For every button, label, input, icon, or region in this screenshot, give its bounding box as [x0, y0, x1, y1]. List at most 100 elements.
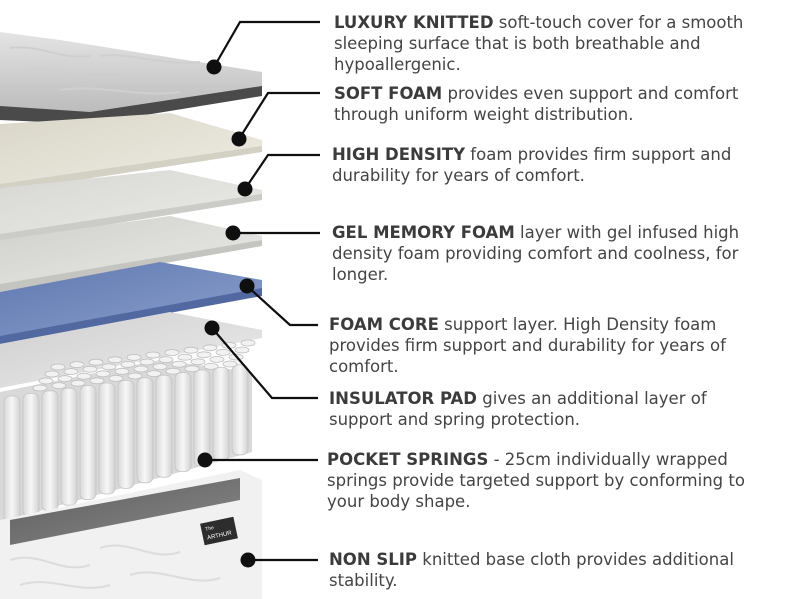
callout-text: durability for years of comfort.	[332, 166, 585, 185]
callout-text: provides firm support and durability for…	[329, 336, 726, 355]
leader-line-soft-foam	[238, 91, 320, 140]
leader-line-insulator-pad	[211, 327, 318, 400]
callout-title: GEL MEMORY FOAM	[332, 223, 515, 242]
pocket-spring-top	[222, 360, 238, 368]
pocket-spring-top	[196, 351, 212, 359]
pocket-spring-coil	[155, 374, 173, 478]
callout-text: knitted base cloth provides additional	[417, 550, 734, 569]
callout-text: - 25cm individually wrapped	[488, 450, 728, 469]
pocket-spring-top	[70, 379, 86, 387]
pocket-spring-top	[209, 355, 225, 363]
leader-dot-insulator-pad	[204, 320, 220, 336]
callout-title: HIGH DENSITY	[332, 145, 466, 164]
leader-dot-pocket-springs	[197, 452, 213, 468]
callout-text: support and spring protection.	[329, 410, 581, 429]
callout-text: density foam providing comfort and cooln…	[332, 244, 739, 263]
leader-lines	[197, 20, 320, 568]
leader-dot-foam-core	[239, 278, 255, 294]
callout-text: soft-touch cover for a smooth	[493, 13, 744, 32]
pocket-spring-top	[44, 370, 60, 378]
pocket-spring-coil	[231, 364, 249, 456]
callout-text: sleeping surface that is both breathable…	[334, 34, 701, 53]
callout-foam-core: FOAM CORE support layer. High Density fo…	[329, 314, 726, 377]
callout-text: hypoallergenic.	[334, 55, 461, 74]
callout-text: springs provide targeted support by conf…	[327, 471, 745, 490]
pocket-spring-top	[120, 360, 136, 368]
pocket-spring-top	[203, 362, 219, 370]
pocket-spring-top	[69, 361, 85, 369]
pocket-spring-top	[139, 358, 155, 366]
callout-text: foam provides firm support and	[465, 145, 732, 164]
pocket-spring-top	[76, 372, 92, 380]
pocket-spring-top	[215, 348, 231, 356]
pocket-spring-top	[183, 346, 199, 354]
leader-dot-non-slip	[240, 552, 256, 568]
callout-text: your body shape.	[327, 492, 471, 511]
pocket-spring-top	[126, 353, 142, 361]
pocket-springs-layer	[0, 339, 256, 523]
callout-soft-foam: SOFT FOAM provides even support and comf…	[334, 83, 738, 125]
pocket-spring-top	[38, 377, 54, 385]
pocket-spring-coil	[41, 390, 59, 512]
pocket-spring-top	[190, 358, 206, 366]
pocket-spring-top	[88, 358, 104, 366]
pocket-spring-top	[50, 363, 66, 371]
pocket-spring-coil	[193, 369, 211, 467]
callout-text: stability.	[329, 571, 398, 590]
callout-title: SOFT FOAM	[334, 84, 443, 103]
foam-core-layer	[0, 262, 262, 344]
pocket-spring-coil	[60, 387, 78, 506]
high-density-layer	[0, 170, 262, 242]
leader-line-high-density	[244, 153, 320, 190]
brand-logo-line2: ARTHUR	[207, 530, 233, 541]
pocket-spring-top	[164, 349, 180, 357]
pocket-spring-top	[82, 365, 98, 373]
pocket-spring-top	[63, 368, 79, 376]
callout-luxury-knitted: LUXURY KNITTED soft-touch cover for a sm…	[334, 12, 743, 75]
callout-title: FOAM CORE	[329, 315, 439, 334]
soft-foam-layer	[0, 113, 262, 192]
leader-line-foam-core	[246, 285, 318, 327]
callout-gel-memory-foam: GEL MEMORY FOAM layer with gel infused h…	[332, 222, 739, 285]
callout-text: longer.	[332, 265, 389, 284]
callout-text: gives an additional layer of	[477, 389, 707, 408]
pocket-spring-coil	[212, 366, 230, 461]
pocket-spring-top	[107, 356, 123, 364]
pocket-spring-top	[152, 363, 168, 371]
callout-non-slip: NON SLIP knitted base cloth provides add…	[329, 549, 734, 591]
pocket-spring-coil	[22, 392, 40, 517]
callout-high-density: HIGH DENSITY foam provides firm support …	[332, 144, 731, 186]
leader-dot-soft-foam	[231, 131, 247, 147]
callout-text: layer with gel infused high	[514, 223, 740, 242]
callout-text: through uniform weight distribution.	[334, 105, 634, 124]
callout-title: POCKET SPRINGS	[327, 450, 489, 469]
callout-title: LUXURY KNITTED	[334, 13, 494, 32]
pocket-spring-coil	[117, 379, 135, 489]
brand-logo-line1: The	[205, 525, 215, 533]
pocket-spring-top	[101, 363, 117, 371]
pocket-spring-top	[184, 365, 200, 373]
pocket-spring-top	[114, 367, 130, 375]
pocket-spring-top	[177, 353, 193, 361]
brand-logo-tag: The ARTHUR	[200, 516, 238, 546]
pocket-spring-top	[145, 351, 161, 359]
pocket-spring-coil	[98, 382, 116, 495]
callout-text: support layer. High Density foam	[438, 315, 717, 334]
pocket-spring-coil	[174, 372, 192, 473]
insulator-pad-layer	[0, 312, 262, 388]
callout-pocket-springs: POCKET SPRINGS - 25cm individually wrapp…	[327, 449, 745, 512]
leader-dot-gel-memory-foam	[225, 225, 241, 241]
pocket-spring-top	[234, 346, 250, 354]
callout-text: provides even support and comfort	[442, 84, 739, 103]
pocket-spring-top	[127, 372, 143, 380]
pocket-spring-top	[89, 377, 105, 385]
leader-dot-high-density	[237, 181, 253, 197]
pocket-spring-coil	[79, 385, 97, 501]
pocket-spring-coil	[136, 377, 154, 484]
luxury-knitted-cover-layer	[0, 32, 262, 124]
pocket-spring-top	[57, 375, 73, 383]
pocket-spring-top	[133, 365, 149, 373]
pocket-spring-top	[240, 339, 256, 347]
